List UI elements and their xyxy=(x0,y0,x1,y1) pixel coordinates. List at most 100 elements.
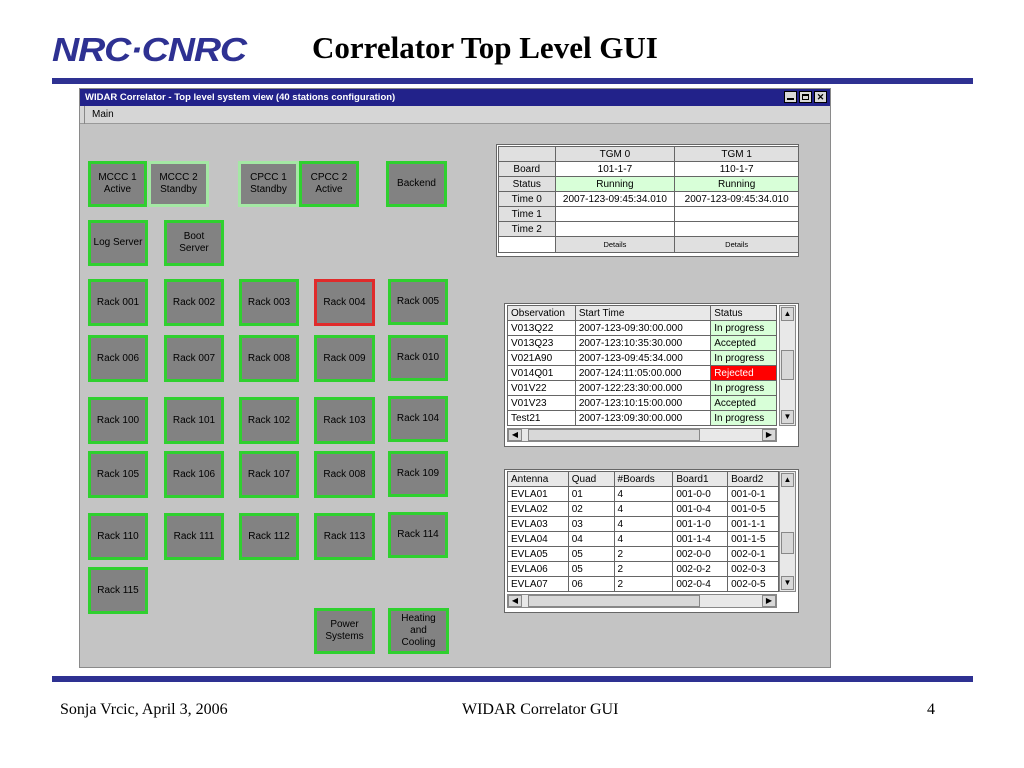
obs-col-header[interactable]: Start Time xyxy=(574,305,712,321)
ant-col-header[interactable]: Antenna xyxy=(507,471,569,487)
table-row[interactable]: V01V23 2007-123:10:15:00.000 Accepted xyxy=(507,395,777,411)
scroll-thumb[interactable] xyxy=(528,595,700,607)
obs-vertical-scrollbar[interactable]: ▲ ▼ xyxy=(779,305,796,426)
rack-tile[interactable]: Rack 101 xyxy=(164,397,224,444)
obs-name: V013Q23 xyxy=(507,335,576,351)
rack-tile[interactable]: Rack 107 xyxy=(239,451,299,498)
rack-tile[interactable]: Rack 110 xyxy=(88,513,148,560)
scroll-right-icon[interactable]: ▶ xyxy=(762,429,776,441)
obs-start: 2007-123-09:45:34.000 xyxy=(574,350,712,366)
rack-tile-alert[interactable]: Rack 004 xyxy=(314,279,375,326)
rack-tile[interactable]: Rack 008 xyxy=(314,451,375,498)
table-row[interactable]: EVLA02 02 4 001-0-4 001-0-5 xyxy=(507,501,779,517)
table-row[interactable]: EVLA03 03 4 001-1-0 001-1-1 xyxy=(507,516,779,532)
obs-name: V021A90 xyxy=(507,350,576,366)
rack-tile[interactable]: Rack 009 xyxy=(314,335,375,382)
rack-tile[interactable]: Rack 006 xyxy=(88,335,148,382)
table-row[interactable]: V021A90 2007-123-09:45:34.000 In progres… xyxy=(507,350,777,366)
tgm-cell xyxy=(674,206,799,222)
rack-tile[interactable]: Rack 010 xyxy=(388,335,448,381)
ant-cell: 002-0-4 xyxy=(672,576,729,592)
rack-tile[interactable]: Rack 103 xyxy=(314,397,375,444)
scroll-down-icon[interactable]: ▼ xyxy=(781,576,794,590)
rack-tile[interactable]: Rack 100 xyxy=(88,397,148,444)
table-row[interactable]: EVLA07 06 2 002-0-4 002-0-5 xyxy=(507,576,779,592)
heating-cooling-tile[interactable]: Heating and Cooling xyxy=(388,608,449,654)
rack-tile[interactable]: Rack 003 xyxy=(239,279,299,326)
window-titlebar[interactable]: WIDAR Correlator - Top level system view… xyxy=(80,89,830,106)
antenna-horizontal-scrollbar[interactable]: ◀ ▶ xyxy=(507,594,777,608)
table-row[interactable]: EVLA05 05 2 002-0-0 002-0-1 xyxy=(507,546,779,562)
scroll-thumb[interactable] xyxy=(528,429,700,441)
table-row[interactable]: V01V22 2007-122:23:30:00.000 In progress xyxy=(507,380,777,396)
obs-horizontal-scrollbar[interactable]: ◀ ▶ xyxy=(507,428,777,442)
table-row[interactable]: EVLA06 05 2 002-0-2 002-0-3 xyxy=(507,561,779,577)
table-row[interactable]: EVLA04 04 4 001-1-4 001-1-5 xyxy=(507,531,779,547)
antenna-vertical-scrollbar[interactable]: ▲ ▼ xyxy=(779,471,796,592)
cpcc1-tile[interactable]: CPCC 1 Standby xyxy=(238,161,299,207)
backend-tile[interactable]: Backend xyxy=(386,161,447,207)
ant-cell: 03 xyxy=(567,516,615,532)
table-row[interactable]: V013Q22 2007-123-09:30:00.000 In progres… xyxy=(507,320,777,336)
tgm1-details-button[interactable]: Details xyxy=(674,236,799,253)
log-server-tile[interactable]: Log Server xyxy=(88,220,148,266)
rack-tile[interactable]: Rack 001 xyxy=(88,279,148,326)
table-row[interactable]: V014Q01 2007-124:11:05:00.000 Rejected xyxy=(507,365,777,381)
table-row[interactable]: Test21 2007-123:09:30:00.000 In progress xyxy=(507,410,777,426)
rack-tile[interactable]: Rack 104 xyxy=(388,396,448,442)
rack-tile[interactable]: Rack 102 xyxy=(239,397,299,444)
power-systems-tile[interactable]: Power Systems xyxy=(314,608,375,654)
boot-server-tile[interactable]: Boot Server xyxy=(164,220,224,266)
ant-cell: EVLA02 xyxy=(507,501,569,517)
ant-col-header[interactable]: Board2 xyxy=(727,471,779,487)
scroll-down-icon[interactable]: ▼ xyxy=(781,410,794,424)
ant-cell: EVLA01 xyxy=(507,486,569,502)
antenna-panel: Antenna Quad #Boards Board1 Board2 EVLA0… xyxy=(504,469,799,613)
cpcc2-tile[interactable]: CPCC 2 Active xyxy=(299,161,359,207)
obs-status: In progress xyxy=(710,350,777,366)
obs-col-header[interactable]: Observation xyxy=(507,305,576,321)
scroll-up-icon[interactable]: ▲ xyxy=(781,473,794,487)
ant-cell: 001-1-0 xyxy=(672,516,729,532)
obs-name: Test21 xyxy=(507,410,576,426)
scroll-left-icon[interactable]: ◀ xyxy=(508,429,522,441)
rack-tile[interactable]: Rack 008 xyxy=(239,335,299,382)
rack-tile[interactable]: Rack 105 xyxy=(88,451,148,498)
rack-tile[interactable]: Rack 109 xyxy=(388,451,448,497)
rack-tile[interactable]: Rack 112 xyxy=(239,513,299,560)
obs-name: V013Q22 xyxy=(507,320,576,336)
rack-tile[interactable]: Rack 114 xyxy=(388,512,448,558)
ant-col-header[interactable]: #Boards xyxy=(613,471,674,487)
mccc1-tile[interactable]: MCCC 1 Active xyxy=(88,161,147,207)
scroll-right-icon[interactable]: ▶ xyxy=(762,595,776,607)
rack-tile[interactable]: Rack 005 xyxy=(388,279,448,325)
tgm-panel: TGM 0 TGM 1 Board 101-1-7 110-1-7 Status… xyxy=(496,144,799,257)
scroll-thumb[interactable] xyxy=(781,350,794,380)
mccc2-tile[interactable]: MCCC 2 Standby xyxy=(148,161,209,207)
rack-tile[interactable]: Rack 002 xyxy=(164,279,224,326)
tgm0-details-button[interactable]: Details xyxy=(554,236,676,253)
table-row[interactable]: V013Q23 2007-123:10:35:30.000 Accepted xyxy=(507,335,777,351)
maximize-icon[interactable] xyxy=(799,91,812,103)
rack-tile[interactable]: Rack 115 xyxy=(88,567,148,614)
scroll-up-icon[interactable]: ▲ xyxy=(781,307,794,321)
close-icon[interactable]: ✕ xyxy=(814,91,827,103)
obs-col-header[interactable]: Status xyxy=(710,305,777,321)
rack-tile[interactable]: Rack 111 xyxy=(164,513,224,560)
obs-start: 2007-122:23:30:00.000 xyxy=(574,380,712,396)
ant-cell: 4 xyxy=(613,516,674,532)
obs-name: V01V23 xyxy=(507,395,576,411)
scroll-left-icon[interactable]: ◀ xyxy=(508,595,522,607)
scroll-thumb[interactable] xyxy=(781,532,794,554)
rack-tile[interactable]: Rack 106 xyxy=(164,451,224,498)
obs-name: V01V22 xyxy=(507,380,576,396)
menu-main[interactable]: Main xyxy=(84,106,121,124)
minimize-icon[interactable] xyxy=(784,91,797,103)
observations-panel: Observation Start Time Status V013Q22 20… xyxy=(504,303,799,447)
rack-tile[interactable]: Rack 113 xyxy=(314,513,375,560)
rack-tile[interactable]: Rack 007 xyxy=(164,335,224,382)
ant-col-header[interactable]: Quad xyxy=(567,471,615,487)
table-row[interactable]: EVLA01 01 4 001-0-0 001-0-1 xyxy=(507,486,779,502)
ant-col-header[interactable]: Board1 xyxy=(672,471,729,487)
header-rule xyxy=(52,78,973,84)
